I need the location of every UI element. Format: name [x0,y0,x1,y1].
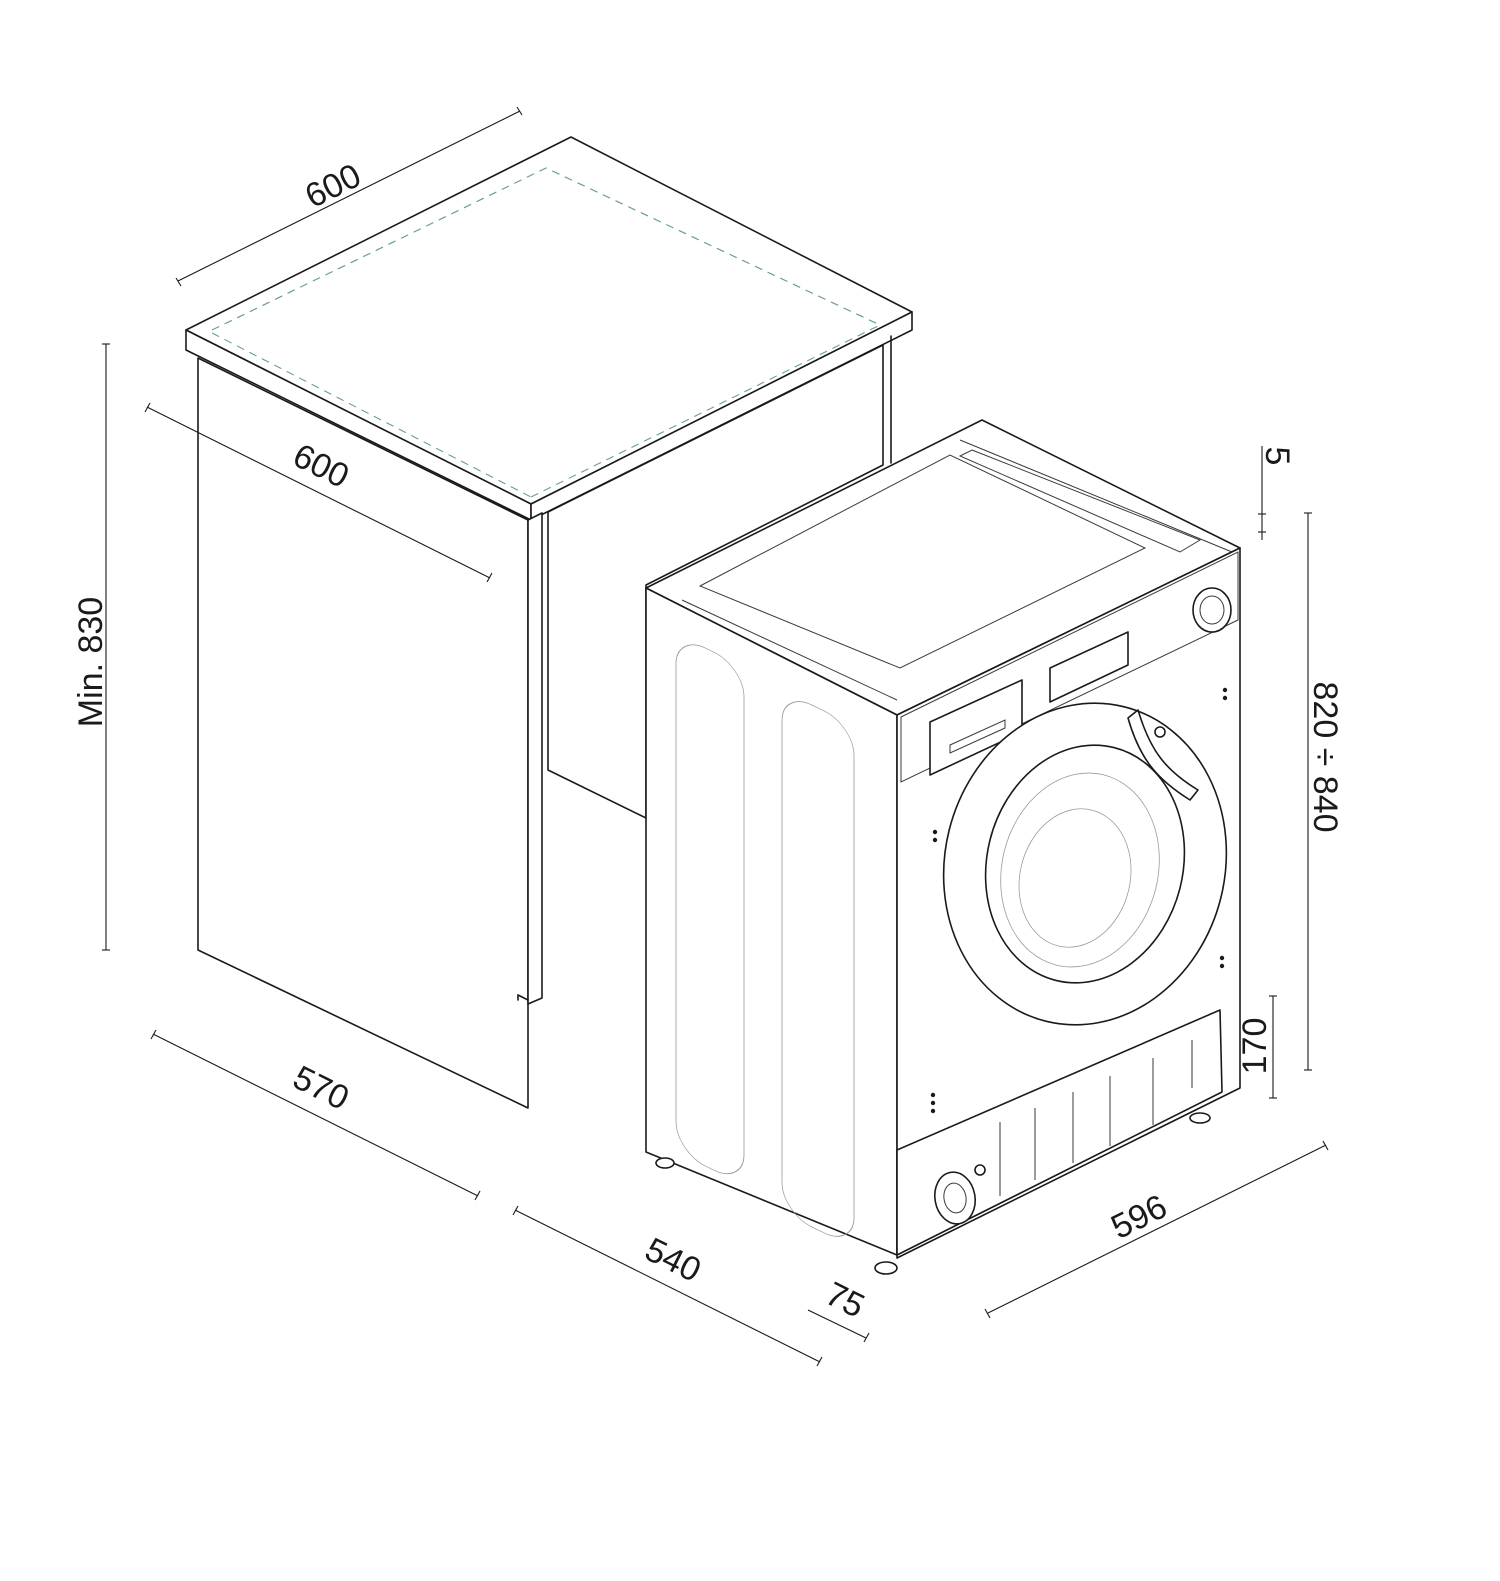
program-dial-icon [1192,587,1232,633]
cabinet [185,136,913,1109]
machine-plinth [896,1009,1223,1256]
machine-display [1049,631,1129,703]
cabinet-side-panel-notch [517,994,529,1001]
label-machine-width: 596 [1105,1187,1173,1246]
label-machine-depth: 540 [639,1230,707,1289]
cabinet-side-panel-edge [527,512,543,1005]
cabinet-back-panel [547,344,884,819]
machine-door [942,702,1228,1026]
label-cabinet-top-width: 600 [299,156,367,215]
cabinet-countertop-side-edge [530,311,913,521]
machine-feet [655,1112,1211,1275]
label-plinth-height: 170 [1236,1018,1274,1075]
machine-side-emboss-2 [781,701,855,1237]
door-lock-icon [1154,726,1166,738]
front-indicator-dots [930,687,1228,1114]
label-top-gap: 5 [1258,447,1296,466]
door-handle [1127,709,1199,801]
cabinet-countertop-dashed-front [211,332,532,498]
washing-machine [645,419,1241,1275]
machine-control-panel [900,551,1239,783]
machine-top-inner-panel [698,454,1147,669]
label-machine-height: 820 ÷ 840 [1306,681,1344,832]
machine-side-emboss-1 [675,644,745,1175]
cabinet-countertop-dashed-side [530,324,881,498]
machine-top-inner-panel-2 [958,449,1202,553]
label-door-protrusion: 75 [820,1275,871,1326]
drain-pump-icon [933,1164,986,1225]
dimension-lines [102,106,1329,1367]
cabinet-countertop-dashed-outline [211,167,881,331]
label-cabinet-side-depth: 570 [287,1058,355,1117]
label-cabinet-min-height: Min. 830 [72,597,110,727]
cabinet-side-panel [197,357,529,1109]
plinth-slats [999,1040,1193,1196]
